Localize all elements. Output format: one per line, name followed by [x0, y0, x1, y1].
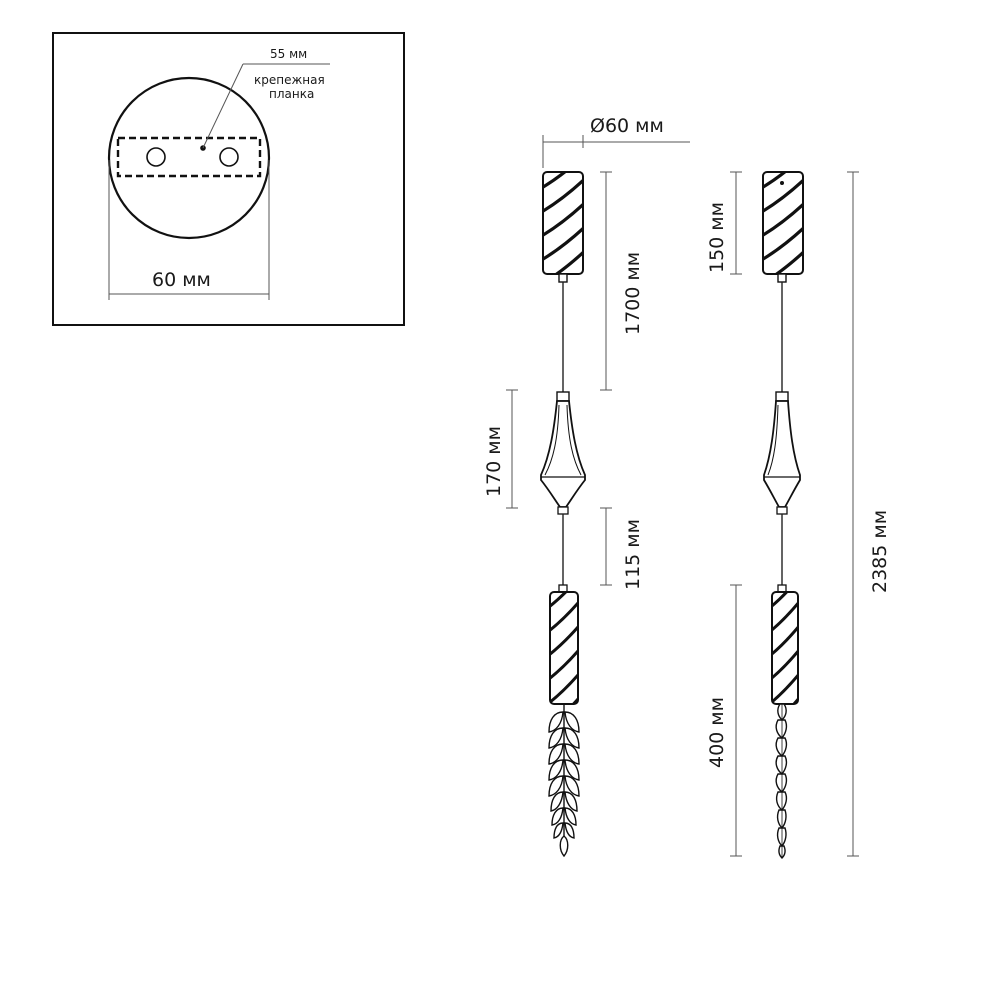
canopy-diameter-label: 60 мм: [152, 269, 211, 291]
dim1700-label: 1700 мм: [622, 252, 644, 335]
front-view: Ø60 мм: [483, 115, 690, 858]
canopy-cap-b: [777, 273, 787, 283]
dim150-label: 150 мм: [706, 202, 728, 273]
canopy-cylinder-a: [542, 171, 584, 275]
twisted-pendant: [775, 703, 788, 859]
bracket-name-line1: крепежная: [254, 73, 325, 87]
canopy-circle: [107, 76, 271, 240]
bracket-width-label: 55 мм: [270, 47, 307, 61]
bracket-hole-left: [146, 147, 166, 167]
bracket-hole-right: [219, 147, 239, 167]
cone-connector-b: [763, 391, 801, 515]
dim115-label: 115 мм: [622, 519, 644, 590]
bracket-leader-line: [202, 63, 244, 149]
lamp-holder-b: [771, 591, 799, 705]
canopy-top-view: 55 мм крепежная планка 60 мм: [52, 32, 405, 326]
dim170-label: 170 мм: [483, 426, 505, 497]
bracket-name-line2: планка: [269, 87, 314, 101]
canopy-cap-a: [558, 273, 568, 283]
canopy-view-frame: [52, 32, 405, 326]
side-view: 150 мм 2385 мм 400 мм: [706, 171, 891, 859]
holder-cap-a: [558, 584, 568, 593]
mounting-bracket: [116, 136, 262, 178]
canopy-cylinder-b: [762, 171, 804, 275]
dim2385-label: 2385 мм: [869, 510, 891, 593]
wheat-ear-pendant: [548, 704, 580, 858]
holder-cap-b: [777, 584, 787, 593]
lamp-holder-a: [549, 591, 579, 705]
diameter-label: Ø60 мм: [590, 115, 664, 137]
cone-connector-a: [540, 391, 586, 515]
dim400-label: 400 мм: [706, 697, 728, 768]
